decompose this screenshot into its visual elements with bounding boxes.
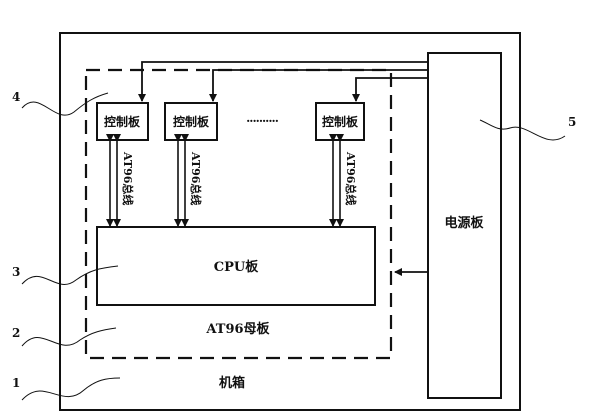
chassis-label: 机箱 [219, 375, 245, 391]
control-board-2-label: 控制板 [173, 114, 210, 129]
bus-link-2 [174, 134, 189, 227]
bus-link-3 [329, 134, 344, 227]
bus-link-1 [106, 134, 121, 227]
bus-label-3: AT96总线 [344, 151, 358, 205]
ellipsis: ·········· [246, 114, 279, 128]
power-line-to-board-1 [138, 61, 428, 102]
cpu-board-label: CPU板 [214, 259, 259, 275]
callout-5-leader [479, 119, 566, 141]
power-board-label: 电源板 [444, 215, 484, 231]
callout-1: 1 [12, 376, 20, 390]
cpu-board-box [96, 226, 376, 306]
callout-2: 2 [12, 326, 20, 340]
callout-3: 3 [12, 265, 20, 279]
bus-label-2: AT96总线 [189, 151, 203, 205]
bus-label-1: AT96总线 [121, 151, 135, 205]
callout-4: 4 [12, 90, 20, 104]
callout-1-leader [21, 377, 121, 401]
power-board-box [427, 52, 502, 399]
callout-4-leader [21, 92, 109, 116]
motherboard-box [84, 68, 393, 360]
control-board-1-box [96, 102, 149, 141]
motherboard-label: AT96母板 [205, 321, 270, 337]
control-board-3-label: 控制板 [322, 114, 359, 129]
power-line-to-board-3 [352, 77, 428, 102]
chassis-box [59, 32, 521, 411]
callout-2-leader [21, 327, 117, 347]
power-line-to-board-2 [209, 69, 428, 102]
control-board-2-box [164, 102, 218, 141]
callout-5: 5 [568, 115, 576, 129]
control-board-1-label: 控制板 [104, 114, 141, 129]
callout-3-leader [21, 265, 119, 285]
